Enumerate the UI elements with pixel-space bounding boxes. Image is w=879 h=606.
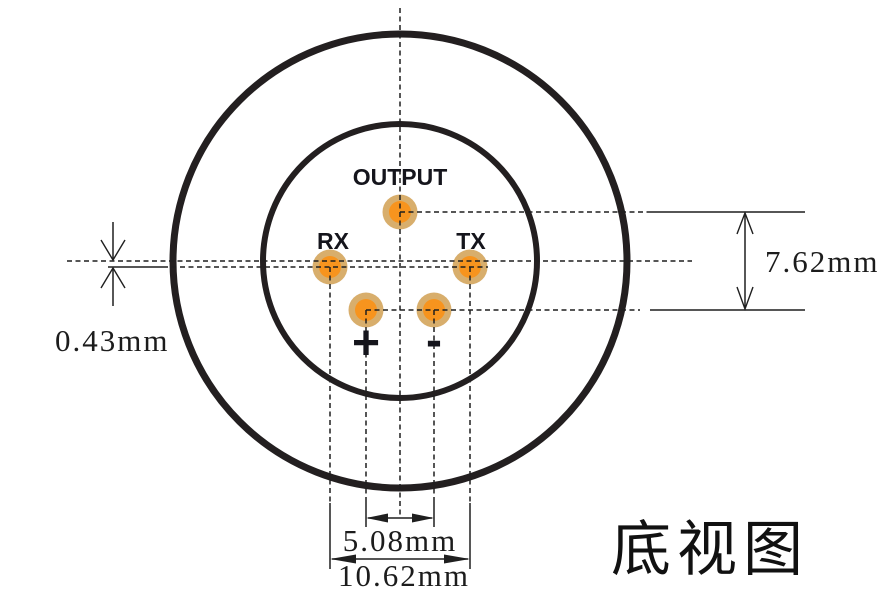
pin-label-output: OUTPUT [353,164,448,190]
dim-label-0-43mm: 0.43mm [55,323,169,358]
pin-label-minus: - [426,314,442,367]
dimension-10-62mm: 10.62mm [329,503,471,593]
arrow-left-icon [330,554,356,564]
arrow-left-icon [366,513,388,523]
dimension-0-43mm: 0.43mm [55,222,169,358]
pin-label-rx: RX [317,228,350,254]
dim-label-7-62mm: 7.62mm [765,244,879,279]
dim-label-5-08mm: 5.08mm [343,523,457,558]
pin-label-plus: + [352,317,380,370]
arrow-right-icon [412,513,434,523]
arrow-up-icon [736,211,754,235]
dim-label-10-62mm: 10.62mm [338,558,470,593]
arrow-right-icon [444,554,470,564]
arrow-up-icon [100,266,126,289]
arrow-down-icon [736,286,754,312]
dimension-5-08mm: 5.08mm [343,500,457,558]
arrow-down-icon [100,239,126,262]
dimension-7-62mm: 7.62mm [650,211,879,312]
pin-label-tx: TX [456,228,486,254]
view-title: 底视图 [611,517,809,583]
